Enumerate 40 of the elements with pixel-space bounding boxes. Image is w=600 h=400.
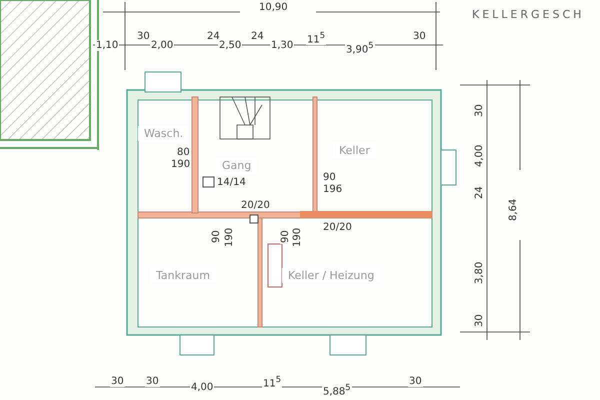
dimension-label: 2,50 [218,40,242,51]
dimension-label: 8,64 [508,198,519,222]
dimension-label: 24 [206,31,221,42]
dimension-label: 30 [110,376,125,387]
dimension-label: 30 [136,31,151,42]
dimension-label: 30 [145,376,160,387]
dimension-label: 20/20 [322,222,353,233]
dimension-label: 11$^{5}$ [262,374,282,390]
dimension-label: 4,00 [190,382,214,393]
dimension-label: 5,88$^{5}$ [322,382,352,398]
dimension-label: 90 [322,172,337,183]
room-name: Wasch. [138,126,190,141]
room-name: Keller / Heizung [282,268,380,283]
dimension-label: 2,00 [150,40,174,51]
dimension-label: 30 [474,313,485,328]
dimension-label: 20/20 [240,200,271,211]
dimension-label: 190 [224,226,235,248]
dimension-label: 4,00 [474,144,485,168]
room-name: Tankraum [150,268,216,283]
room-name: Gang [216,158,258,173]
dimension-label: 30 [412,31,427,42]
dimension-label: 24 [474,185,485,200]
drawing-title: KELLERGESCH [472,8,584,21]
dimension-label: 30 [474,103,485,118]
dimension-label: 11$^{5}$ [306,30,326,46]
dimension-label: 1,30 [270,40,294,51]
dimension-label: 24 [250,31,265,42]
dimension-label: 90 [211,229,222,244]
dimension-label: 196 [322,184,344,195]
dimension-label: 190 [292,226,303,248]
dimension-label: 1,10 [95,40,120,51]
dimension-label: 30 [408,376,423,387]
dimension-label: 80 [176,147,191,158]
dimension-label: 190 [170,159,192,170]
dimension-label: 14/14 [216,177,247,188]
room-name: Keller [333,143,376,158]
dimension-label: 10,90 [258,2,289,13]
dimension-label: 3,90$^{5}$ [345,40,375,56]
dimension-label: 3,80 [474,260,485,285]
dimension-label: 90 [280,229,291,244]
